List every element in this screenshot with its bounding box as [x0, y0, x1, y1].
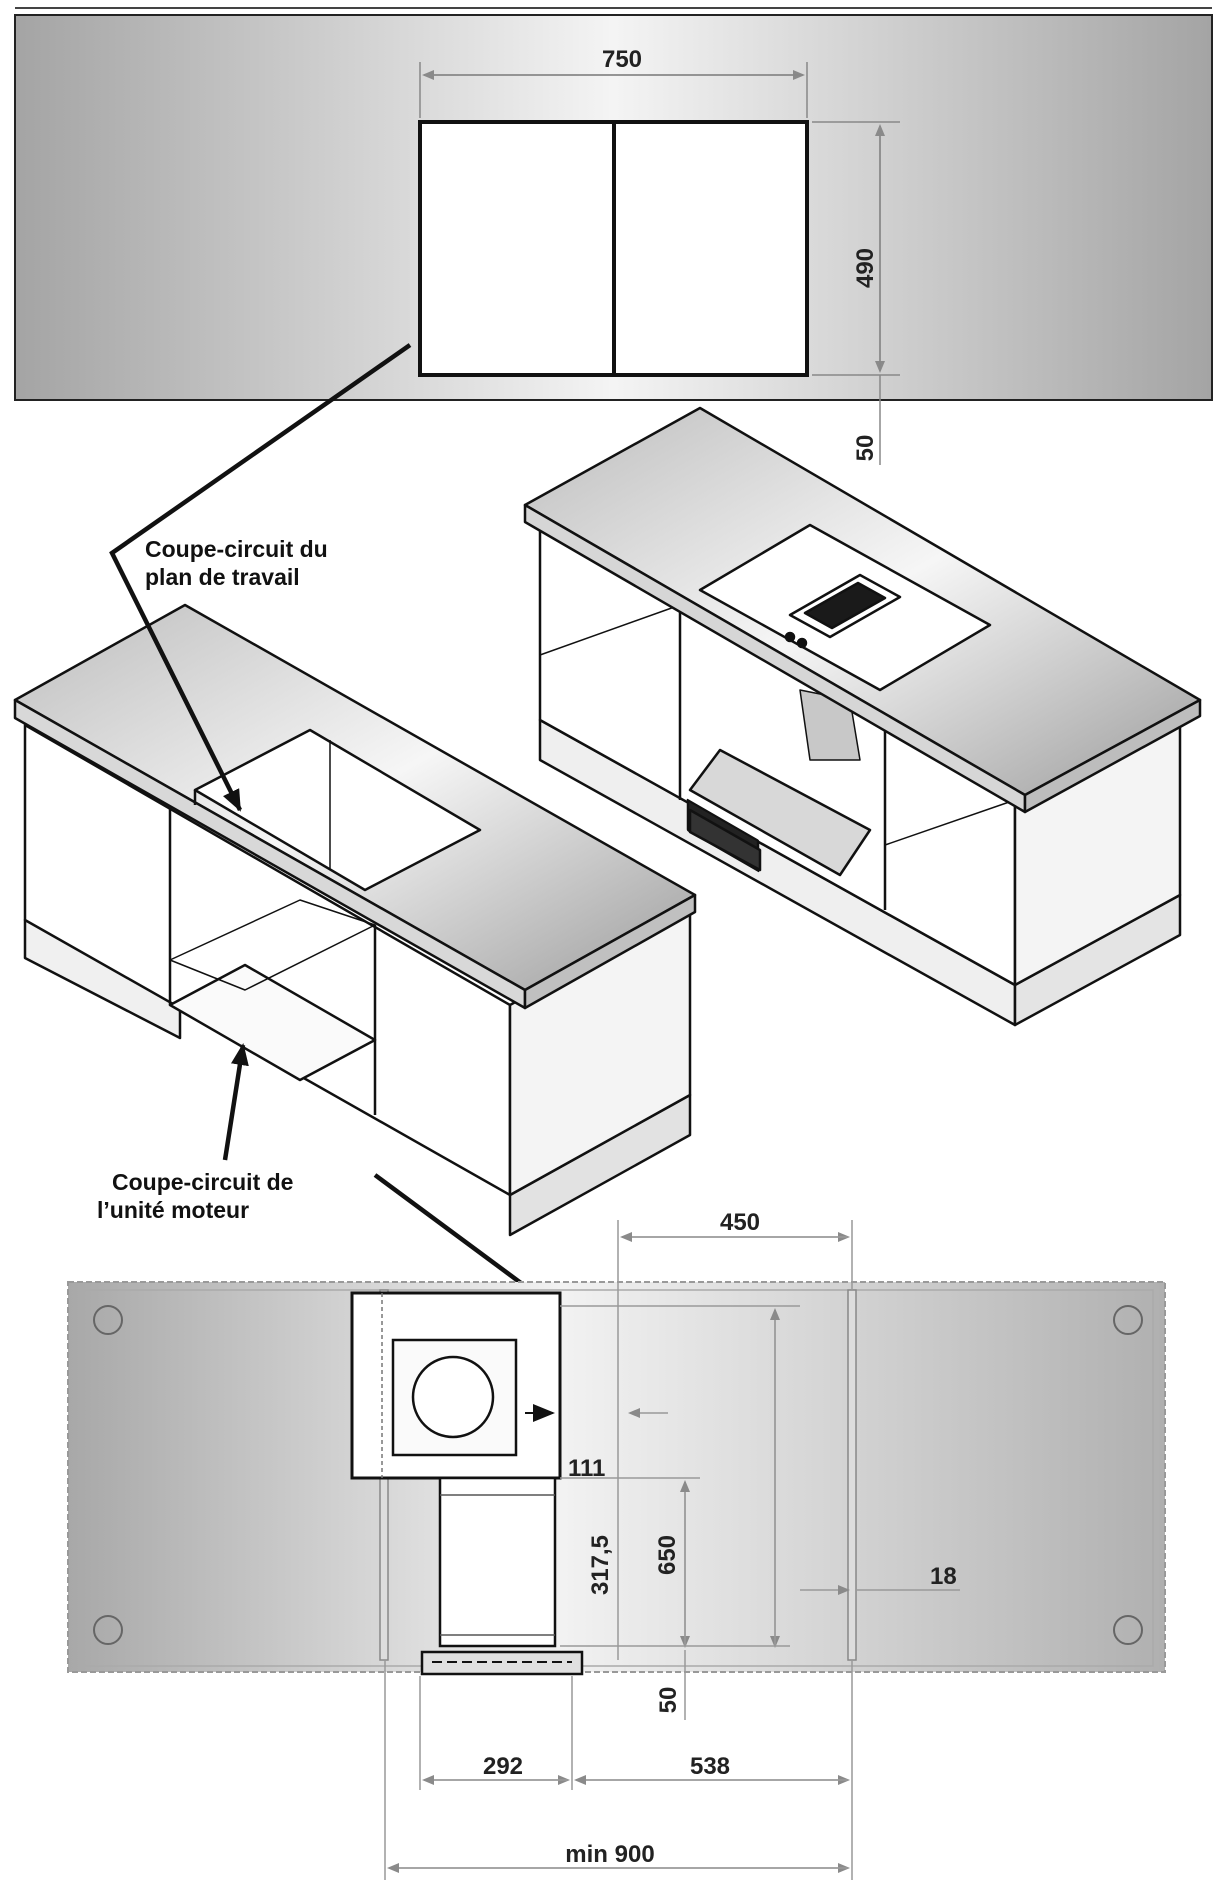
worktop-plan: 750 490 50	[14, 7, 1213, 465]
label-450: 450	[720, 1209, 760, 1236]
label-750: 750	[602, 46, 642, 73]
bottom-plan: 450 111 317,5 650 18 50 292 538 min 900	[67, 1209, 1166, 1880]
dim-cutout-depth	[812, 121, 900, 465]
label-50-bottom: 50	[655, 1687, 682, 1714]
callout-motor-line2: l’unité moteur	[97, 1197, 249, 1223]
label-18: 18	[930, 1563, 957, 1590]
motor-fan	[411, 1355, 495, 1439]
fixing-hole-tl	[93, 1305, 123, 1335]
island-right	[523, 406, 1202, 1027]
fixing-hole-br	[1113, 1615, 1143, 1645]
cabinet-plan-panel	[67, 1281, 1166, 1673]
label-317-5: 317,5	[587, 1535, 614, 1595]
callout-worktop: Coupe-circuit du plan de travail	[109, 343, 412, 812]
callout-worktop-line2: plan de travail	[145, 564, 300, 590]
callout-worktop-line1: Coupe-circuit du	[145, 536, 328, 562]
label-50-top: 50	[852, 435, 879, 462]
fixing-hole-tr	[1113, 1305, 1143, 1335]
fixing-hole-bl	[93, 1615, 123, 1645]
label-292: 292	[483, 1753, 523, 1780]
label-111: 111	[568, 1455, 605, 1482]
left-worktop-cutout	[193, 728, 482, 892]
callout-motor-line1: Coupe-circuit de	[112, 1169, 293, 1195]
callout-motor: Coupe-circuit de l’unité moteur	[97, 1043, 554, 1308]
dim-cutout-width	[419, 62, 808, 118]
label-650: 650	[654, 1535, 681, 1575]
duct	[438, 1476, 557, 1648]
label-490: 490	[852, 248, 879, 288]
label-538: 538	[690, 1753, 730, 1780]
label-min-900: min 900	[565, 1841, 654, 1868]
